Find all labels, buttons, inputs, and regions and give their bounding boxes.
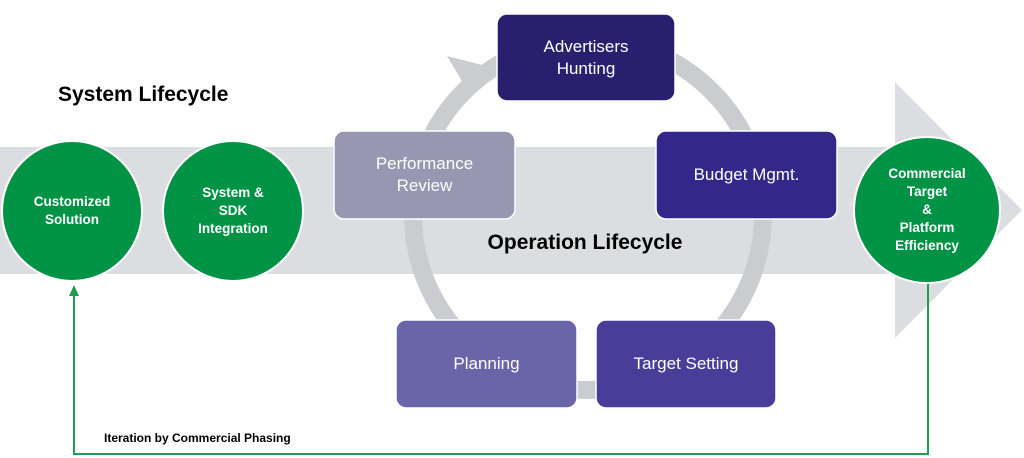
circle-customized-solution: [1, 140, 143, 282]
operation-lifecycle-title: Operation Lifecycle: [487, 231, 683, 254]
iteration-feedback-line: [73, 281, 929, 455]
system-lifecycle-title: System Lifecycle: [58, 83, 229, 106]
step-advertisers-hunting-box: [496, 13, 676, 102]
step-budget-mgmt-box: [655, 130, 838, 220]
iteration-label: Iteration by Commercial Phasing: [104, 431, 291, 445]
step-planning-box: [395, 319, 578, 409]
planning-label: Planning: [453, 354, 520, 373]
system-sdk-integration-label: System & SDK Integration: [198, 185, 268, 236]
advertisers-hunting-label: Advertisers Hunting: [543, 36, 629, 78]
cycle-arrowhead: [447, 56, 486, 88]
iteration-arrowhead: [69, 285, 79, 296]
step-performance-review-box: [333, 130, 516, 220]
performance-review-label: Performance Review: [375, 154, 474, 195]
budget-mgmt-label: Budget Mgmt.: [693, 165, 800, 184]
circle-commercial-target: [853, 136, 1001, 284]
step-target-setting-box: [595, 319, 777, 409]
commercial-target-label: Commercial Target & Platform Efficiency: [888, 166, 966, 253]
customized-solution-label: Customized Solution: [33, 194, 111, 227]
circle-system-sdk-integration: [162, 140, 304, 282]
target-setting-label: Target Setting: [633, 354, 739, 373]
